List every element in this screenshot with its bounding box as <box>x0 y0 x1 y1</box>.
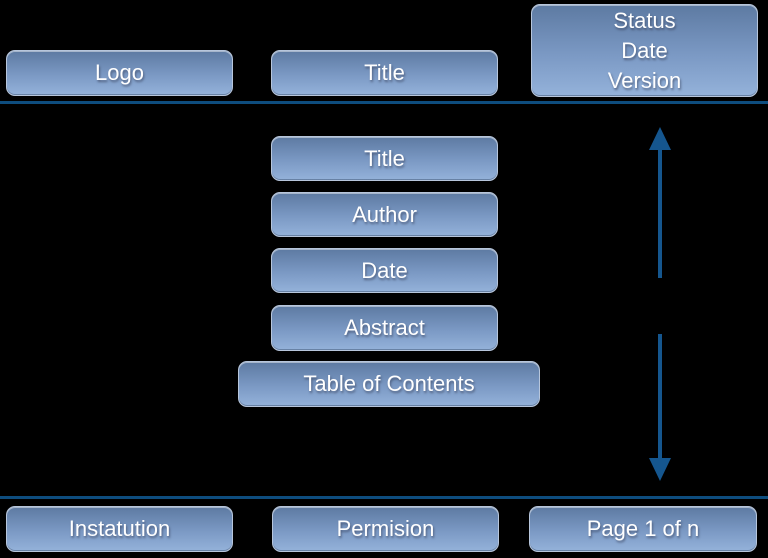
arrow-shaft-lower <box>658 334 662 460</box>
arrow-head-down <box>649 458 671 481</box>
bottom-separator-line <box>0 496 768 499</box>
arrow-head-up <box>649 127 671 150</box>
status-line: Status <box>613 7 676 33</box>
top-separator-line <box>0 101 768 104</box>
arrow-shaft-upper <box>658 148 662 278</box>
author-box: Author <box>271 192 498 237</box>
header-title-box: Title <box>271 50 498 96</box>
permission-box: Permision <box>272 506 499 552</box>
status-date-version-box: Status Date Version <box>531 4 758 97</box>
date-line: Date <box>621 37 668 63</box>
version-line: Version <box>607 67 682 93</box>
institution-box: Instatution <box>6 506 233 552</box>
logo-box: Logo <box>6 50 233 96</box>
abstract-box: Abstract <box>271 305 498 351</box>
body-title-box: Title <box>271 136 498 181</box>
page-number-box: Page 1 of n <box>529 506 757 552</box>
table-of-contents-box: Table of Contents <box>238 361 540 407</box>
date-box: Date <box>271 248 498 293</box>
